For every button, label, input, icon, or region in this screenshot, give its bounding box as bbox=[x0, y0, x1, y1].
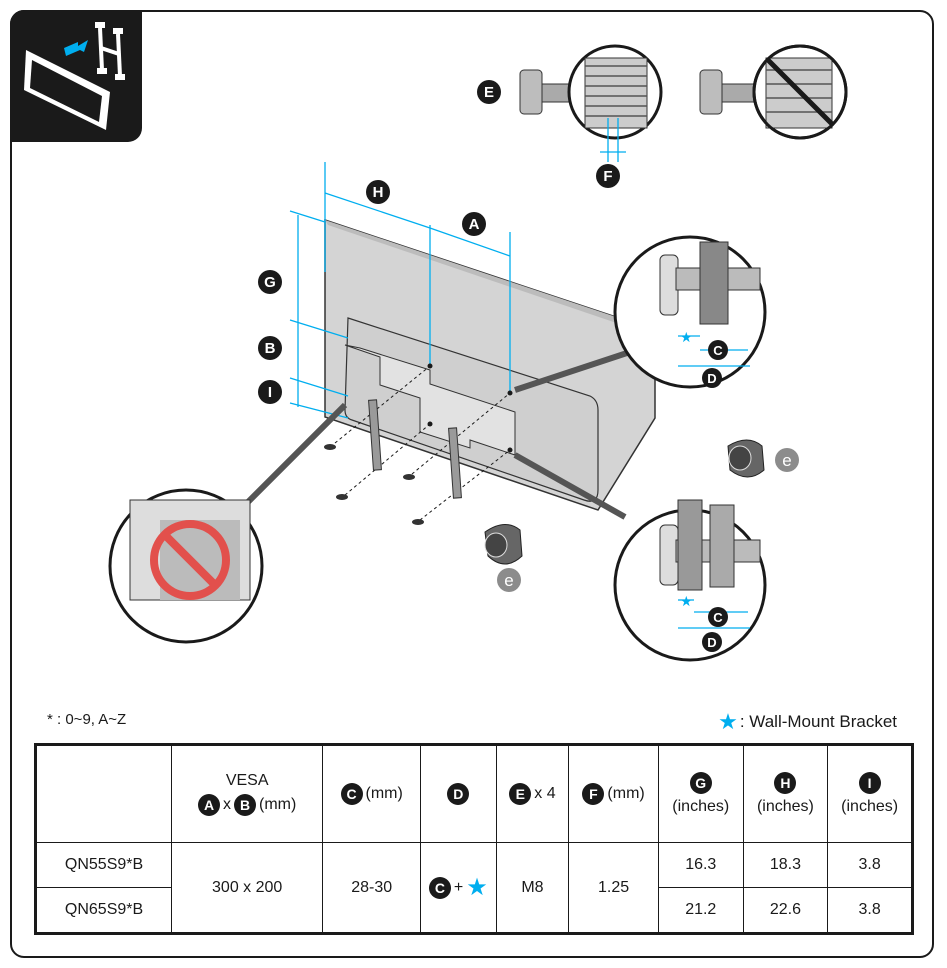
callout-C-bottom: C bbox=[708, 607, 728, 627]
tv-back-panel bbox=[324, 218, 656, 511]
header-i: I (inches) bbox=[827, 744, 913, 843]
model-cell: QN55S9*B bbox=[34, 842, 173, 888]
header-vesa: VESA A x B (mm) bbox=[171, 744, 324, 843]
badge-I: I bbox=[858, 772, 881, 794]
badge-D: D bbox=[447, 783, 470, 805]
wall-mount-icon bbox=[24, 22, 125, 130]
callout-G: G bbox=[258, 270, 282, 294]
c-unit: (mm) bbox=[365, 785, 403, 802]
star-markers: ★ ★ bbox=[680, 329, 693, 609]
header-f: F(mm) bbox=[568, 744, 659, 843]
g-cell: 21.2 bbox=[657, 887, 744, 934]
d-cell: C + ★ bbox=[420, 842, 497, 934]
callout-B: B bbox=[258, 336, 282, 360]
badge-C: C bbox=[428, 876, 451, 899]
table-row: QN65S9*B 21.2 22.6 3.8 bbox=[34, 887, 913, 934]
spacer-e-part-zoom bbox=[727, 439, 765, 478]
callout-D-top: D bbox=[702, 368, 722, 388]
wrong-screw-illustration bbox=[699, 44, 848, 140]
callout-A: A bbox=[462, 212, 486, 236]
screw-e-illustration bbox=[519, 44, 663, 162]
svg-text:e: e bbox=[782, 451, 791, 470]
header-model bbox=[34, 744, 173, 843]
vesa-unit: (mm) bbox=[259, 796, 297, 813]
callout-badges: E F H A G B I C D C D e e bbox=[258, 80, 799, 652]
badge-E: E bbox=[509, 783, 532, 805]
callout-e-zoom: e bbox=[775, 448, 799, 472]
wall-mount-icon-tab bbox=[10, 10, 142, 142]
brackets bbox=[368, 399, 462, 499]
vesa-cell: 300 x 200 bbox=[171, 842, 324, 934]
f-cell: 1.25 bbox=[568, 842, 659, 934]
dimension-lines bbox=[289, 162, 511, 419]
i-unit: (inches) bbox=[841, 798, 899, 815]
svg-text:D: D bbox=[707, 635, 716, 650]
wildcard-note: * : 0~9, A~Z bbox=[47, 711, 127, 728]
screw-heads bbox=[324, 444, 424, 525]
svg-text:I: I bbox=[268, 384, 272, 401]
badge-C: C bbox=[340, 783, 363, 805]
svg-text:C: C bbox=[713, 610, 723, 625]
badge-A: A bbox=[198, 794, 221, 816]
callout-I: I bbox=[258, 380, 282, 404]
svg-text:H: H bbox=[373, 184, 384, 201]
badge-H: H bbox=[774, 772, 797, 794]
zoom-detail-left-prohibited bbox=[108, 402, 348, 644]
zoom-detail-bottom bbox=[513, 439, 767, 662]
svg-text:★: ★ bbox=[680, 593, 693, 609]
i-cell: 3.8 bbox=[827, 887, 913, 934]
g-cell: 16.3 bbox=[657, 842, 744, 888]
legend: ★ : Wall-Mount Bracket bbox=[718, 711, 897, 733]
svg-text:A: A bbox=[469, 216, 480, 233]
h-cell: 18.3 bbox=[742, 842, 829, 888]
svg-text:G: G bbox=[264, 274, 276, 291]
callout-E: E bbox=[477, 80, 501, 104]
vesa-x: x bbox=[223, 796, 232, 813]
svg-text:B: B bbox=[265, 340, 276, 357]
svg-text:C: C bbox=[713, 343, 723, 358]
screws bbox=[334, 365, 511, 521]
e-count: x 4 bbox=[534, 785, 556, 802]
c-cell: 28-30 bbox=[322, 842, 422, 934]
svg-text:E: E bbox=[484, 84, 494, 101]
callout-e-spacer: e bbox=[497, 568, 521, 592]
g-unit: (inches) bbox=[672, 798, 730, 815]
svg-text:F: F bbox=[603, 168, 612, 185]
svg-text:D: D bbox=[707, 371, 716, 386]
installation-diagram: ★ ★ E F H A G B I C D C D e e bbox=[108, 44, 848, 662]
spacer-e-part bbox=[484, 524, 523, 565]
header-g: G (inches) bbox=[657, 744, 744, 843]
i-cell: 3.8 bbox=[827, 842, 913, 888]
f-unit: (mm) bbox=[607, 785, 645, 802]
badge-G: G bbox=[689, 772, 712, 794]
callout-F: F bbox=[596, 164, 620, 188]
svg-text:e: e bbox=[504, 571, 513, 590]
model-cell: QN65S9*B bbox=[34, 887, 173, 934]
vesa-title: VESA bbox=[225, 772, 269, 789]
star-icon: ★ bbox=[718, 709, 738, 734]
header-h: H (inches) bbox=[742, 744, 829, 843]
callout-C-top: C bbox=[708, 340, 728, 360]
callout-D-bottom: D bbox=[702, 632, 722, 652]
badge-B: B bbox=[234, 794, 257, 816]
table-row: QN55S9*B 300 x 200 28-30 C + ★ M8 1.25 1… bbox=[34, 842, 913, 934]
page-frame bbox=[10, 10, 934, 958]
badge-F: F bbox=[582, 783, 605, 805]
header-d: D bbox=[420, 744, 497, 843]
star-icon: ★ bbox=[466, 873, 488, 901]
e-cell: M8 bbox=[495, 842, 570, 934]
header-c: C(mm) bbox=[322, 744, 422, 843]
h-cell: 22.6 bbox=[742, 887, 829, 934]
svg-text:★: ★ bbox=[680, 329, 693, 345]
legend-text: : Wall-Mount Bracket bbox=[739, 712, 897, 731]
callout-H: H bbox=[366, 180, 390, 204]
h-unit: (inches) bbox=[756, 798, 814, 815]
d-plus: + bbox=[453, 878, 464, 896]
